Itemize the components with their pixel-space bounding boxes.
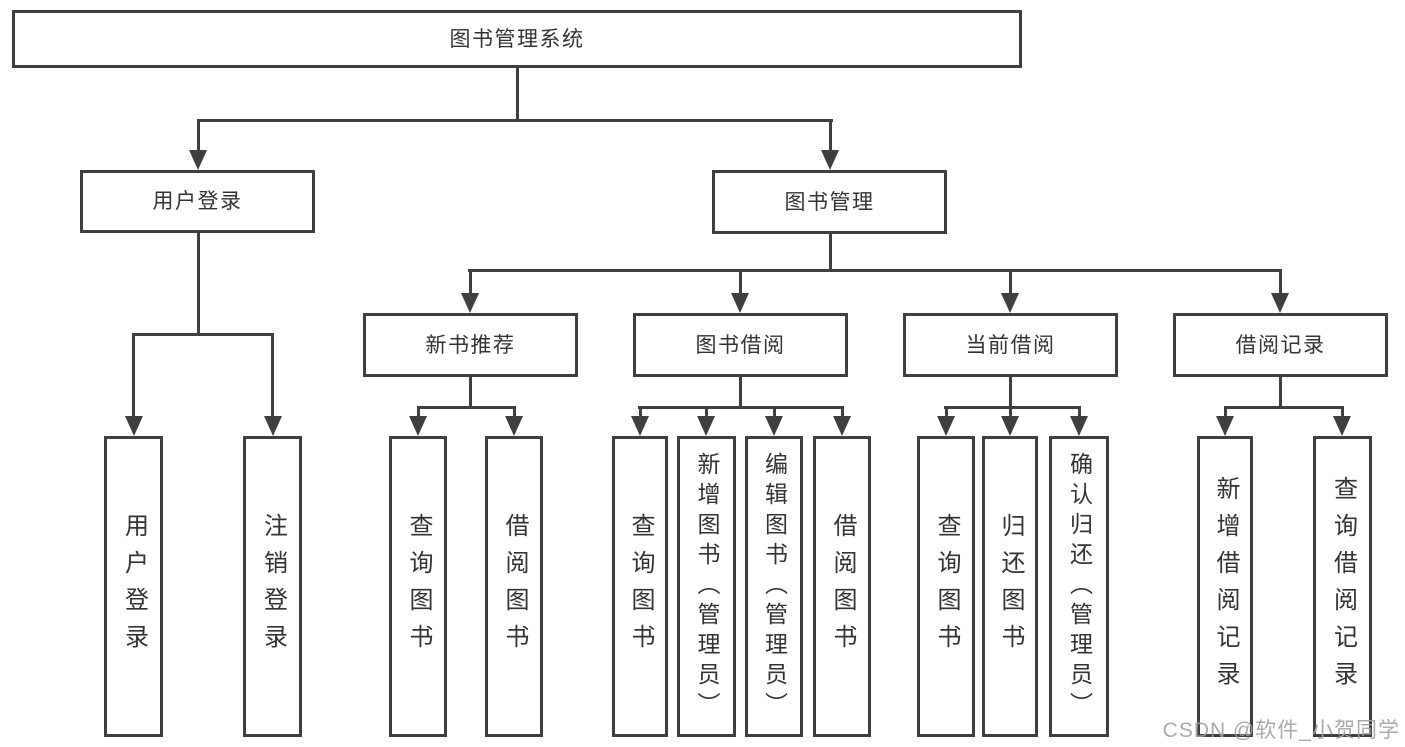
leaf-borrow-books-recommend: 借阅图书 — [485, 436, 543, 737]
connector-stub — [841, 406, 844, 417]
connector-stub — [829, 119, 832, 151]
connector-root-hline — [197, 119, 833, 122]
connector-bookmgmt-vline — [829, 232, 832, 272]
connector-stub — [417, 406, 420, 417]
node-borrow-records: 借阅记录 — [1173, 313, 1388, 377]
connector-stub — [1279, 269, 1282, 294]
connector-stub — [513, 406, 516, 417]
arrowhead — [125, 416, 143, 436]
connector-currentborrow-vline — [1009, 375, 1012, 409]
arrowhead — [264, 416, 282, 436]
connector-stub — [705, 406, 708, 417]
leaf-query-borrow-record: 查询借阅记录 — [1313, 436, 1372, 737]
arrowhead — [1333, 416, 1351, 436]
connector-records-hline — [1224, 406, 1344, 409]
leaf-query-books-current: 查询图书 — [917, 436, 975, 737]
arrowhead — [731, 293, 749, 313]
leaf-user-login: 用户登录 — [104, 436, 163, 737]
node-user-login: 用户登录 — [80, 170, 315, 233]
node-current-borrow: 当前借阅 — [903, 313, 1118, 377]
arrowhead — [937, 416, 955, 436]
arrowhead — [1070, 416, 1088, 436]
arrowhead — [631, 416, 649, 436]
connector-currentborrow-hline — [944, 406, 1081, 409]
connector-stub — [773, 406, 776, 417]
leaf-add-books-admin: 新增图书（管理员） — [677, 436, 736, 737]
arrowhead — [505, 416, 523, 436]
arrowhead — [409, 416, 427, 436]
arrowhead — [821, 150, 839, 170]
connector-bookborrow-hline — [638, 406, 844, 409]
connector-records-vline — [1279, 375, 1282, 409]
connector-stub — [1341, 406, 1344, 417]
connector-stub — [469, 269, 472, 294]
node-book-borrow: 图书借阅 — [633, 313, 848, 377]
arrowhead — [461, 293, 479, 313]
node-book-management: 图书管理 — [712, 170, 947, 234]
arrowhead — [765, 416, 783, 436]
arrowhead — [1271, 293, 1289, 313]
connector-bookborrow-vline — [739, 375, 742, 409]
connector-userlogin-vline — [197, 231, 200, 336]
leaf-query-books-recommend: 查询图书 — [389, 436, 447, 737]
arrowhead — [833, 416, 851, 436]
leaf-edit-books-admin: 编辑图书（管理员） — [745, 436, 803, 737]
connector-root-vline — [516, 66, 519, 122]
arrowhead — [1216, 416, 1234, 436]
connector-stub — [197, 119, 200, 151]
arrowhead — [697, 416, 715, 436]
leaf-query-books-borrow: 查询图书 — [612, 436, 668, 737]
connector-stub — [639, 406, 642, 417]
leaf-logout: 注销登录 — [243, 436, 302, 737]
connector-stub — [1009, 406, 1012, 417]
connector-stub — [1078, 406, 1081, 417]
connector-userlogin-hline — [132, 333, 274, 336]
connector-stub — [739, 269, 742, 294]
connector-stub — [1224, 406, 1227, 417]
leaf-confirm-return-admin: 确认归还（管理员） — [1049, 436, 1109, 737]
connector-stub — [132, 333, 135, 416]
leaf-borrow-books-borrow: 借阅图书 — [813, 436, 871, 737]
connector-stub — [945, 406, 948, 417]
leaf-return-books: 归还图书 — [982, 436, 1038, 737]
leaf-add-borrow-record: 新增借阅记录 — [1197, 436, 1253, 737]
connector-bookmgmt-hline — [468, 269, 1282, 272]
connector-newbook-vline — [469, 375, 472, 409]
connector-stub — [1009, 269, 1012, 294]
node-new-book-recommend: 新书推荐 — [363, 313, 578, 377]
node-root: 图书管理系统 — [12, 10, 1022, 68]
connector-stub — [271, 333, 274, 416]
connector-newbook-hline — [417, 406, 516, 409]
arrowhead — [189, 150, 207, 170]
watermark: CSDN @软件_小贺同学 — [1162, 719, 1400, 742]
arrowhead — [1001, 416, 1019, 436]
arrowhead — [1001, 293, 1019, 313]
